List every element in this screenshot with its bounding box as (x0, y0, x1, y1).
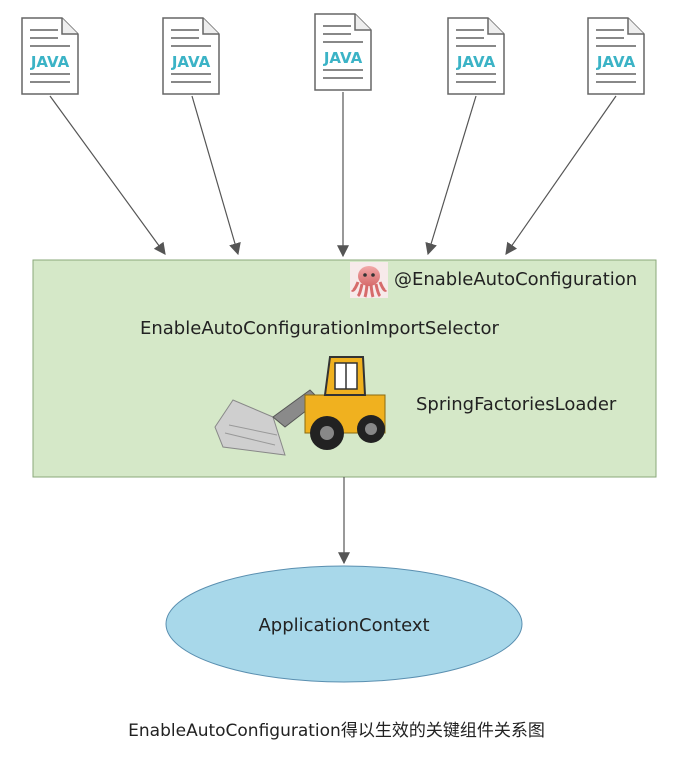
arrow-file-4 (425, 95, 477, 256)
factories-loader-label: SpringFactoriesLoader (416, 394, 617, 415)
arrow-file-5 (505, 95, 617, 255)
java-file-icon: JAVA (314, 13, 372, 91)
java-file-icon: JAVA (162, 17, 220, 95)
java-file-label: JAVA (323, 49, 363, 67)
diagram-caption: EnableAutoConfiguration得以生效的关键组件关系图 (128, 721, 545, 741)
annotation-label: @EnableAutoConfiguration (394, 269, 637, 290)
java-file-icon: JAVA (21, 17, 79, 95)
octopus-icon (350, 262, 388, 298)
import-selector-label: EnableAutoConfigurationImportSelector (140, 318, 499, 339)
application-context-ellipse (165, 565, 523, 683)
bulldozer-icon (214, 356, 386, 456)
java-file-label: JAVA (171, 53, 211, 71)
java-file-label: JAVA (30, 53, 70, 71)
application-context-label: ApplicationContext (258, 615, 429, 636)
java-file-label: JAVA (596, 53, 636, 71)
java-file-label: JAVA (456, 53, 496, 71)
arrow-file-1 (49, 95, 166, 255)
arrow-file-2 (191, 95, 241, 256)
java-file-icon: JAVA (587, 17, 645, 95)
java-file-icon: JAVA (447, 17, 505, 95)
